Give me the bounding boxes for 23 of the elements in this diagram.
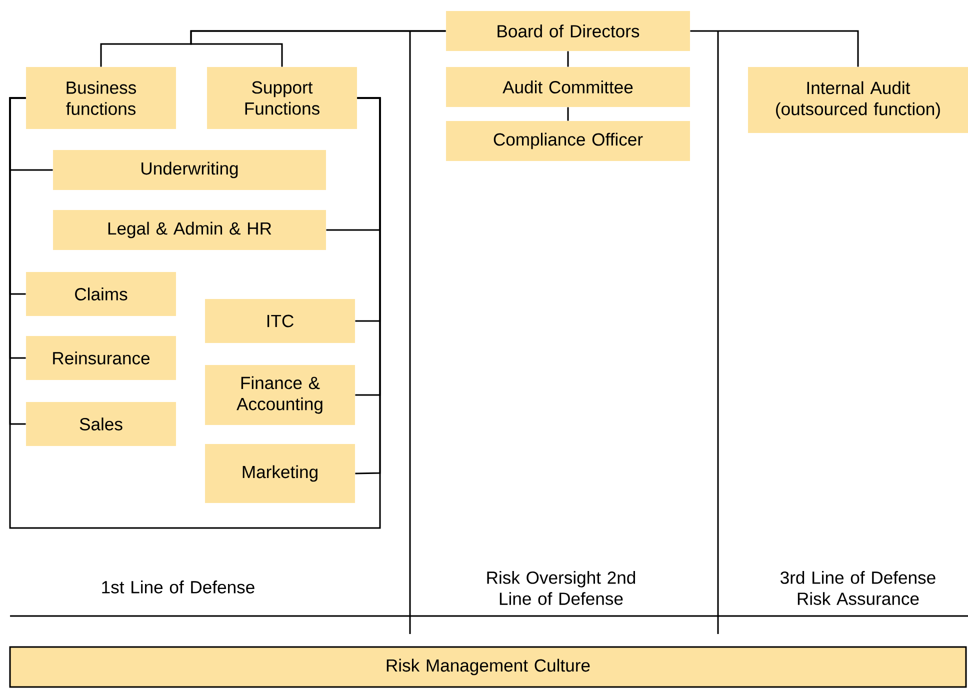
org-box: Board of Directors xyxy=(446,11,690,51)
section-label: 1st Line of Defense xyxy=(102,580,254,594)
org-box: Claims xyxy=(26,272,176,316)
org-box: Finance & Accounting xyxy=(205,365,355,425)
connector-line xyxy=(9,97,381,529)
org-box: Support Functions xyxy=(207,67,357,129)
org-box: Internal Audit (outsourced function) xyxy=(748,67,968,133)
org-box: Underwriting xyxy=(53,150,326,190)
connector-line xyxy=(567,107,569,121)
org-box: Business functions xyxy=(26,67,176,129)
section-label: 3rd Line of Defense Risk Assurance xyxy=(780,571,936,605)
org-box: ITC xyxy=(205,299,355,343)
org-box: Reinsurance xyxy=(26,336,176,380)
connector-line xyxy=(567,51,569,67)
org-box: Legal & Admin & HR xyxy=(53,210,326,250)
section-label: Risk Oversight 2nd Line of Defense xyxy=(487,571,636,605)
org-box: Marketing xyxy=(205,444,355,503)
culture-band: Risk Management Culture xyxy=(9,646,967,688)
connector-line xyxy=(190,30,446,67)
org-box: Audit Committee xyxy=(446,67,690,107)
org-box: Sales xyxy=(26,402,176,446)
connector-line xyxy=(690,30,859,67)
org-box: Compliance Officer xyxy=(446,121,690,161)
